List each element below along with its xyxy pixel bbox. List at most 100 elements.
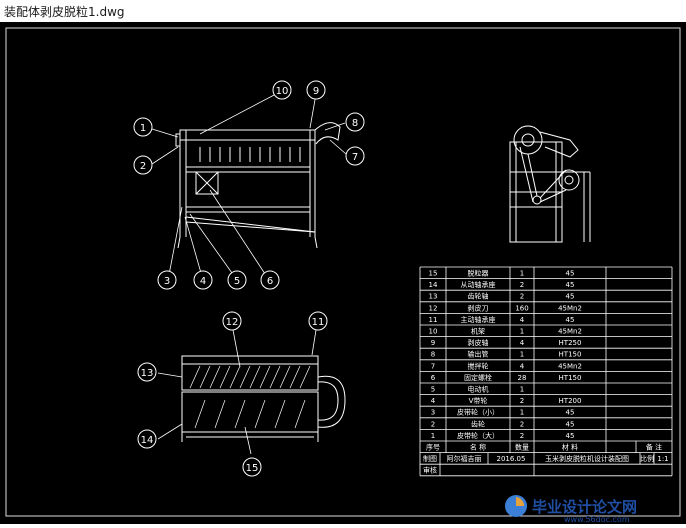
bom-cell-qty: 4 xyxy=(520,362,525,370)
bom-header-cell: 数量 xyxy=(515,443,529,452)
bom-cell-material: 45Mn2 xyxy=(558,304,582,312)
balloon-7: 7 xyxy=(345,146,365,166)
bom-cell-no: 3 xyxy=(431,409,435,417)
watermark-url: www.56doc.com xyxy=(564,515,630,524)
svg-text:14: 14 xyxy=(141,435,154,446)
balloon-4: 4 xyxy=(193,270,213,290)
bom-cell-no: 8 xyxy=(431,351,435,359)
bom-cell-material: 45Mn2 xyxy=(558,362,582,370)
bom-cell-name: 齿轮轴 xyxy=(468,292,489,301)
bom-cell-name: 从动轴承座 xyxy=(461,280,496,289)
top-view xyxy=(181,355,346,442)
window-titlebar: 装配体剥皮脱粒1.dwg xyxy=(0,0,686,23)
balloon-14: 14 xyxy=(137,429,157,449)
bom-header-cell: 材 料 xyxy=(562,443,578,452)
bom-cell-name: 皮带轮（大） xyxy=(457,431,499,440)
bom-cell-material: HT150 xyxy=(559,351,582,359)
svg-text:5: 5 xyxy=(234,276,240,287)
bom-cell-qty: 2 xyxy=(520,432,524,440)
balloon-6: 6 xyxy=(260,270,280,290)
balloon-15: 15 xyxy=(242,457,262,477)
bom-cell-qty: 2 xyxy=(520,420,524,428)
bom-cell-no: 12 xyxy=(429,304,438,312)
top-view-hatch xyxy=(189,365,311,429)
bom-cell-material: 45 xyxy=(566,281,575,289)
bom-cell-no: 15 xyxy=(429,270,438,278)
balloon-13: 13 xyxy=(137,362,157,382)
bom-header-cell: 序号 xyxy=(426,443,440,452)
front-view xyxy=(175,122,341,249)
balloon-5: 5 xyxy=(227,270,247,290)
svg-text:8: 8 xyxy=(352,118,358,129)
bom-cell-material: 45 xyxy=(566,316,575,324)
balloon-1: 1 xyxy=(133,117,153,137)
side-view xyxy=(509,125,591,243)
bom-cell-name: 主动轴承座 xyxy=(461,315,496,324)
svg-text:2: 2 xyxy=(140,161,146,172)
bom-cell-name: V带轮 xyxy=(469,396,488,405)
watermark-main: 毕业设计论文网 xyxy=(532,498,637,516)
bom-cell-no: 1 xyxy=(431,432,435,440)
bom-cell-qty: 2 xyxy=(520,293,524,301)
svg-text:7: 7 xyxy=(352,152,358,163)
bom-cell-name: 电动机 xyxy=(468,385,489,394)
window-title: 装配体剥皮脱粒1.dwg xyxy=(4,5,125,19)
svg-text:10: 10 xyxy=(276,86,289,97)
balloon-8: 8 xyxy=(345,112,365,132)
svg-text:9: 9 xyxy=(313,86,319,97)
bom-cell-no: 2 xyxy=(431,420,435,428)
balloon-3: 3 xyxy=(157,270,177,290)
bom-cell-qty: 2 xyxy=(520,281,524,289)
svg-text:3: 3 xyxy=(164,276,170,287)
svg-text:1: 1 xyxy=(140,123,146,134)
title-block-drawing-title: 玉米剥皮脱粒机设计装配图 xyxy=(545,454,629,463)
bom-cell-material: HT250 xyxy=(559,339,582,347)
bom-cell-qty: 28 xyxy=(518,374,527,382)
bom-header-cell: 名 称 xyxy=(470,443,486,452)
bom-cell-material: 45 xyxy=(566,432,575,440)
bom-cell-no: 14 xyxy=(429,281,438,289)
svg-text:4: 4 xyxy=(200,276,206,287)
bom-cell-name: 固定螺栓 xyxy=(464,373,492,382)
bom-cell-material: 45 xyxy=(566,409,575,417)
title-block-drafter: 阿尔福吉丽 xyxy=(447,454,482,463)
balloon-12: 12 xyxy=(222,311,242,331)
bom-cell-qty: 4 xyxy=(520,316,525,324)
title-block-date: 2016.05 xyxy=(497,455,526,463)
bom-cell-name: 脱粒器 xyxy=(468,269,489,278)
title-block-scale-label: 比例 xyxy=(640,454,654,463)
bom-cell-no: 9 xyxy=(431,339,435,347)
bom-cell-qty: 1 xyxy=(520,328,524,336)
bom-cell-name: 皮带轮（小） xyxy=(457,408,499,417)
bom-cell-qty: 2 xyxy=(520,397,524,405)
bom-cell-no: 10 xyxy=(429,328,438,336)
title-block-scale: 1:1 xyxy=(657,455,668,463)
bom-cell-name: 剥皮刀 xyxy=(468,303,489,312)
bom-cell-name: 齿轮 xyxy=(471,419,485,428)
balloon-group: 1 2 3 4 5 6 7 8 9 10 11 12 13 14 15 xyxy=(133,80,365,477)
bom-cell-material: 45Mn2 xyxy=(558,328,582,336)
bom-cell-material: 45 xyxy=(566,420,575,428)
front-view-leaders xyxy=(151,93,347,281)
bom-cell-material: HT150 xyxy=(559,374,582,382)
svg-text:6: 6 xyxy=(267,276,273,287)
bom-header-cell: 备 注 xyxy=(646,443,662,452)
bom-cell-qty: 1 xyxy=(520,351,524,359)
bom-cell-qty: 4 xyxy=(520,339,525,347)
title-block-drafter-label: 制图 xyxy=(423,454,437,463)
bom-cell-no: 6 xyxy=(431,374,436,382)
bom-cell-no: 4 xyxy=(431,397,436,405)
bom-cell-name: 搅拌轮 xyxy=(468,361,489,370)
bom-cell-qty: 1 xyxy=(520,270,524,278)
svg-text:12: 12 xyxy=(226,317,239,328)
bom-cell-qty: 1 xyxy=(520,386,524,394)
svg-text:13: 13 xyxy=(141,368,154,379)
balloon-2: 2 xyxy=(133,155,153,175)
bom-cell-name: 剥皮轴 xyxy=(468,338,489,347)
svg-text:11: 11 xyxy=(312,317,325,328)
site-watermark: 毕业设计论文网 www.56doc.com xyxy=(500,492,686,524)
bom-cell-qty: 160 xyxy=(515,304,528,312)
top-view-leaders xyxy=(157,329,317,455)
